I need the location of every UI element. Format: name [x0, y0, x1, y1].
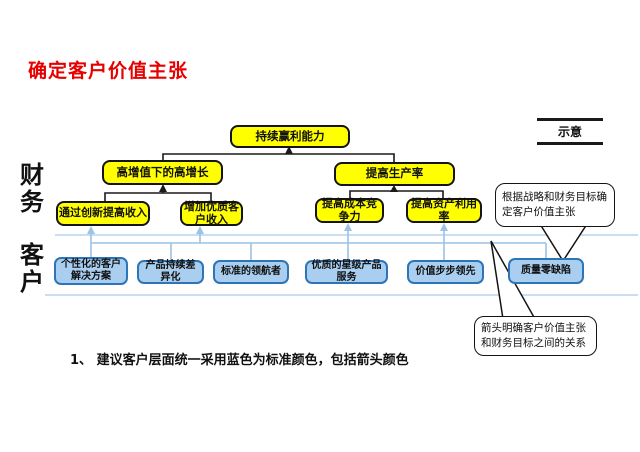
callout-value-proposition: 根据战略和财务目标确定客户价值主张 [495, 183, 615, 227]
finance-node-growth[interactable]: 高增值下的高增长 [102, 160, 223, 185]
callout-1-tail [538, 223, 589, 263]
finance-node-productivity[interactable]: 提高生产率 [334, 162, 455, 186]
row-label-customer: 客户 [20, 241, 44, 296]
customer-node-standard-leader[interactable]: 标准的领航者 [213, 260, 289, 284]
legend-tag: 示意 [537, 118, 603, 145]
footnote: 1、 建议客户层面统一采用蓝色为标准颜色，包括箭头颜色 [70, 353, 409, 368]
customer-node-personalized-solution[interactable]: 个性化的客户解决方案 [54, 257, 128, 285]
finance-node-innovation-revenue[interactable]: 通过创新提高收入 [56, 201, 150, 226]
finance-node-quality-customer-revenue[interactable]: 增加优质客户收入 [180, 200, 243, 226]
customer-bus-connectors [90, 230, 547, 260]
page-title: 确定客户价值主张 [28, 60, 189, 82]
callout-arrow-relation: 箭头明确客户价值主张和财务目标之间的关系 [474, 316, 597, 356]
finance-node-cost-competitiveness[interactable]: 提高成本竞争力 [315, 197, 384, 223]
customer-node-zero-defect[interactable]: 质量零缺陷 [508, 258, 584, 284]
customer-node-product-differentiation[interactable]: 产品持续差异化 [137, 260, 204, 284]
finance-node-asset-utilization[interactable]: 提高资产利用率 [406, 197, 482, 223]
customer-node-star-service[interactable]: 优质的星级产品服务 [305, 260, 388, 284]
finance-node-root[interactable]: 持续赢利能力 [230, 125, 350, 148]
row-label-finance: 财务 [20, 161, 44, 216]
customer-node-value-leading[interactable]: 价值步步领先 [407, 260, 484, 284]
